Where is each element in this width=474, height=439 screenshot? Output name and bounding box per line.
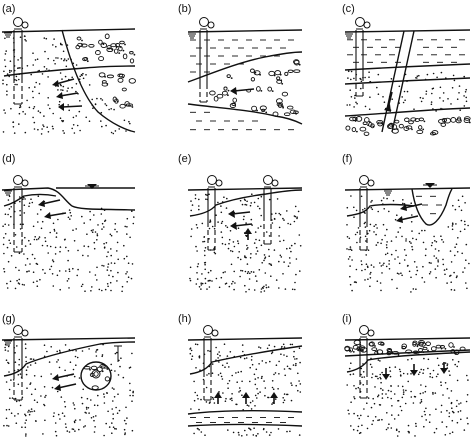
panel-h: (h) — [178, 313, 303, 437]
panel-a: (a) — [1, 3, 136, 135]
aquitard-bottom — [187, 423, 303, 427]
water-level-symbol — [423, 183, 437, 188]
ground-symbol — [384, 190, 392, 196]
ground-symbol — [345, 33, 353, 39]
pond-sediment — [416, 195, 442, 215]
sand-texture — [3, 343, 134, 437]
sand-texture — [189, 343, 302, 437]
sand-texture — [2, 195, 135, 293]
panel-e-label: (e) — [178, 153, 191, 165]
panel-f: (f) — [342, 153, 471, 293]
sand-texture — [189, 193, 302, 293]
water-table — [3, 65, 136, 77]
water-table — [3, 341, 136, 377]
water-table — [189, 189, 303, 217]
pumping-well — [207, 175, 223, 251]
aquitard-top — [187, 410, 303, 415]
panel-g-label: (g) — [2, 313, 15, 325]
gravel-top — [344, 107, 471, 117]
panel-d-label: (d) — [2, 153, 15, 165]
well — [199, 17, 215, 103]
panel-d: (d) — [1, 153, 136, 293]
well — [203, 325, 219, 401]
ground-surface — [344, 337, 471, 341]
flow-arrows — [52, 373, 77, 391]
flow-arrows — [228, 210, 253, 240]
sand-layer — [346, 70, 468, 112]
flow-arrows — [52, 78, 83, 111]
aquifer-gravel — [209, 59, 301, 117]
panel-f-label: (f) — [342, 153, 352, 165]
ground-surface — [1, 337, 136, 341]
well — [359, 325, 375, 399]
water-level-symbol — [85, 184, 99, 189]
water-table — [3, 193, 57, 207]
water-table — [189, 345, 303, 375]
downward-leakage-arrows — [382, 362, 448, 380]
panel-g: (g) — [1, 313, 136, 437]
upper-gravel — [344, 339, 466, 356]
gravel-lens — [75, 33, 136, 109]
formation-boundary — [61, 29, 136, 133]
well — [13, 175, 29, 253]
ground-surface — [187, 337, 303, 341]
sand-texture — [346, 195, 470, 293]
well — [13, 17, 29, 105]
flow-arrows — [396, 203, 423, 223]
ground-surface — [344, 187, 471, 191]
flow-arrows — [230, 87, 255, 95]
ground-surface — [344, 29, 471, 33]
water-table — [346, 351, 471, 373]
upward-leakage-arrows — [214, 392, 278, 404]
panel-h-label: (h) — [178, 313, 191, 325]
ground-surface — [187, 29, 303, 33]
panel-a-label: (a) — [2, 3, 15, 15]
aquifer-top — [187, 51, 303, 83]
fault-zone — [381, 30, 415, 133]
water-table — [346, 203, 415, 217]
panel-i-label: (i) — [342, 313, 352, 325]
ground-surface — [187, 187, 303, 191]
panel-b-label: (b) — [178, 3, 191, 15]
sand-texture — [346, 357, 469, 437]
ground-surface — [1, 28, 136, 33]
gravel-bottom — [344, 349, 471, 357]
panel-i: (i) — [342, 313, 471, 437]
ground-symbol — [188, 33, 196, 39]
well — [355, 17, 371, 97]
gravel-layer — [345, 116, 471, 136]
pond-bed — [411, 188, 453, 226]
panel-e: (e) — [178, 153, 303, 293]
flow-arrow — [384, 91, 393, 112]
ground-symbol — [4, 340, 12, 346]
well — [13, 325, 29, 401]
ground-symbol — [4, 32, 12, 38]
clay-layer — [190, 39, 294, 73]
aquitard — [190, 417, 294, 423]
second-well — [263, 175, 279, 245]
ground-symbol — [4, 190, 12, 196]
clay-layer — [347, 39, 465, 63]
sand-top — [344, 63, 471, 71]
ground-and-river-bed — [1, 187, 136, 211]
lower-clay — [190, 111, 294, 131]
panel-b: (b) — [178, 3, 303, 131]
well — [359, 175, 375, 251]
sand-bottom — [344, 77, 471, 85]
aquifer-bottom — [187, 103, 303, 125]
recharge-mound — [80, 345, 122, 391]
flow-arrows — [38, 199, 67, 219]
panel-c: (c) — [342, 3, 471, 136]
panel-c-label: (c) — [342, 3, 355, 15]
